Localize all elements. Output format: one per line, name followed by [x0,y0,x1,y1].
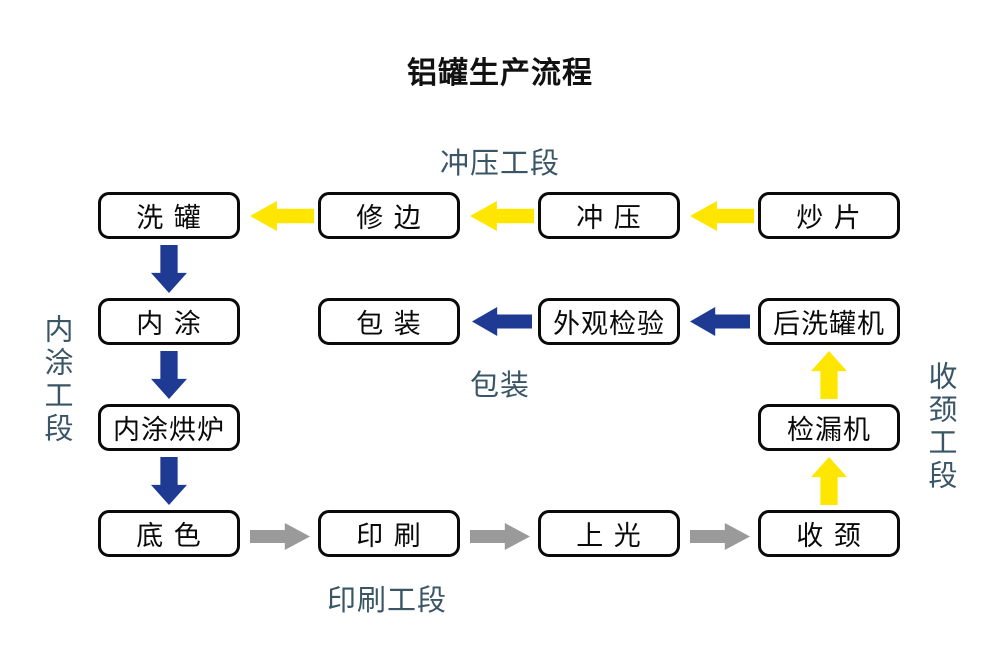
node-visual-inspection: 外观检验 [538,298,680,345]
arrow-fry-to-stamp-left-icon [250,201,314,231]
node-inner-coat-oven: 内涂烘炉 [98,404,240,451]
arrow-glazing-to-necking-right-icon [690,523,750,550]
section-label-necking: 收颈工段 [924,361,958,493]
arrow-leaktester-to-washer-up-icon [811,351,847,399]
arrow-oven-to-base-down-icon [151,457,187,505]
page-title: 铝罐生产流程 [407,56,593,91]
section-label-printing: 印刷工段 [326,583,447,617]
node-post-washer: 后洗罐机 [758,298,900,345]
section-label-stamping: 冲压工段 [439,146,560,180]
arrow-base-to-printing-right-icon [250,523,310,550]
arrow-wash-to-innercoat-down-icon [151,245,187,293]
node-packaging: 包 装 [318,298,460,345]
node-glazing: 上 光 [538,510,680,557]
arrow-washer-to-inspection-left-icon [690,307,750,336]
arrow-stamp-to-trim-left-icon [470,201,534,231]
arrow-trim-to-wash-left-icon [690,201,754,231]
node-leak-tester: 检漏机 [758,404,900,451]
node-stamp: 冲 压 [538,192,680,239]
node-wash-can: 洗 罐 [98,192,240,239]
arrow-printing-to-glazing-right-icon [470,523,530,550]
node-printing: 印 刷 [318,510,460,557]
section-label-packing: 包装 [469,368,530,402]
node-necking: 收 颈 [758,510,900,557]
node-trim: 修 边 [318,192,460,239]
section-label-inner-coating: 内涂工段 [40,314,74,446]
arrow-inspection-to-packaging-left-icon [472,307,532,336]
arrow-innercoat-to-oven-down-icon [151,351,187,399]
arrow-necking-to-leaktester-up-icon [811,457,847,505]
node-base-color: 底 色 [98,510,240,557]
node-fry-sheet: 炒 片 [758,192,900,239]
node-inner-coat: 内 涂 [98,298,240,345]
